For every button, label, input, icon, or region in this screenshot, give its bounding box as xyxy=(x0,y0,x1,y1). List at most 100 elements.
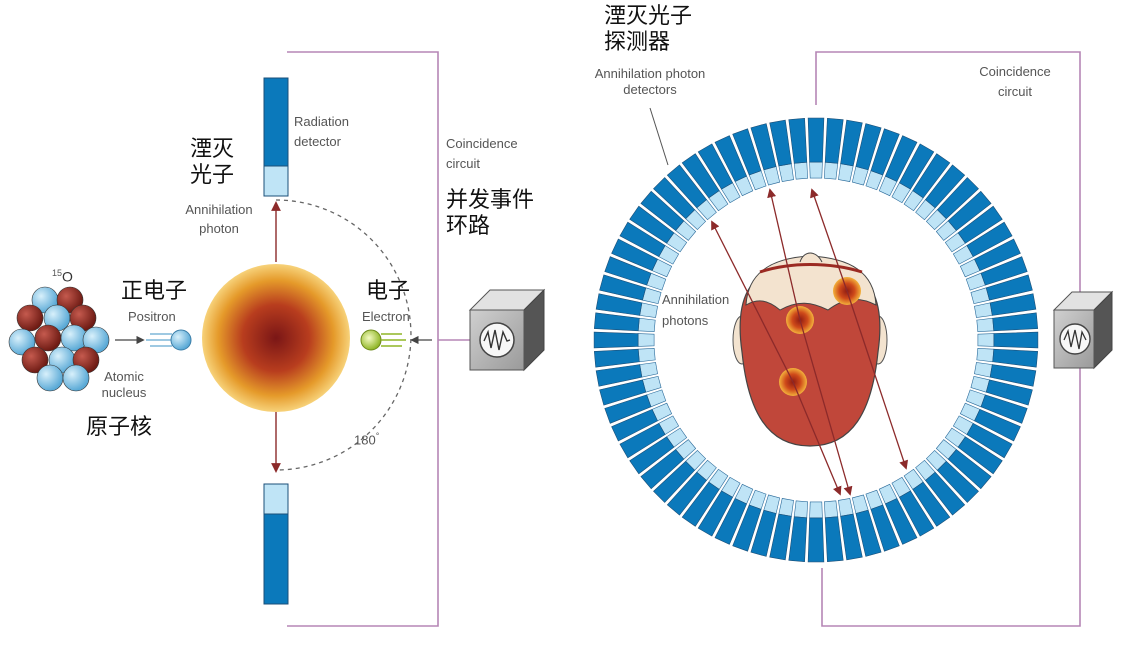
positron-icon xyxy=(146,329,192,351)
coincidence-circuit-zh-line1: 并发事件 xyxy=(446,188,535,213)
detector-crystal-outer xyxy=(788,516,808,563)
annihilation-photon-lines xyxy=(711,188,909,496)
detectors-en-line2: detectors xyxy=(623,82,677,97)
detector-crystal-inner xyxy=(793,161,809,180)
detector-crystal-inner xyxy=(976,347,995,363)
radiation-detector-bottom xyxy=(263,483,289,605)
detector-crystal-outer xyxy=(666,471,707,516)
annihilation-photon-en-line1: Annihilation xyxy=(185,202,253,217)
detector-crystal-outer xyxy=(870,504,900,552)
annihilation-photon-zh: 湮灭 光子 xyxy=(190,137,234,189)
detector-crystal-outer xyxy=(714,135,747,182)
head-illustration xyxy=(732,252,888,447)
detector-crystal-outer xyxy=(840,513,863,561)
detector-crystal-outer xyxy=(992,312,1039,332)
detector-crystal-outer xyxy=(593,312,640,332)
neutron xyxy=(62,364,90,392)
detector-crystal-inner xyxy=(838,498,854,517)
angle-value: 180 xyxy=(354,432,376,448)
atomic-nucleus-en-line2: nucleus xyxy=(101,385,147,400)
detector-crystal-outer xyxy=(681,481,720,527)
angle-label: 180° xyxy=(354,428,379,448)
coincidence-circuit-left-line1: Coincidence xyxy=(446,136,518,151)
detector-crystal-outer xyxy=(966,422,1013,459)
detector-crystal-outer xyxy=(824,117,844,164)
detector-crystal-inner xyxy=(637,347,656,363)
detector-crystal-outer xyxy=(925,471,966,516)
detector-crystal-outer xyxy=(640,449,685,490)
detector-crystal-outer xyxy=(640,190,685,231)
isotope-mass: 15 xyxy=(52,268,63,278)
electron-icon xyxy=(360,329,406,351)
coincidence-circuit-zh-left: 并发事件 环路 xyxy=(446,188,534,240)
detector-crystal-outer xyxy=(619,221,666,258)
detector-crystal-inner xyxy=(778,498,794,517)
detector-crystal-inner xyxy=(823,161,839,180)
detector-crystal-outer xyxy=(855,509,882,557)
coincidence-circuit-zh-line2: 环路 xyxy=(446,214,491,239)
coincidence-circuit-box-left xyxy=(468,288,546,372)
atomic-nucleus-en-line1: Atomic xyxy=(104,369,144,384)
radiation-detector-top xyxy=(263,77,289,197)
detector-crystal-outer xyxy=(985,274,1033,301)
detector-crystal-outer xyxy=(936,177,979,220)
detector-crystal-outer xyxy=(732,128,762,176)
proton xyxy=(16,304,44,332)
detector-crystal-outer xyxy=(595,293,643,316)
detector-crystal-outer xyxy=(788,117,808,164)
proton xyxy=(21,346,49,374)
detector-crystal-outer xyxy=(985,379,1033,406)
detector-crystal-outer xyxy=(824,516,844,563)
detector-crystal-outer xyxy=(604,394,652,424)
coincidence-circuit-en-right: Coincidence circuit xyxy=(960,64,1070,100)
detector-crystal-outer xyxy=(957,205,1003,244)
detector-crystal-outer xyxy=(619,422,666,459)
annihilation-photon-zh-line1: 湮灭 xyxy=(190,137,235,162)
detector-crystal-inner xyxy=(778,163,794,182)
detector-crystal-outer xyxy=(885,135,918,182)
detector-crystal-outer xyxy=(947,190,992,231)
detector-crystal-outer xyxy=(936,460,979,503)
detectors-en-line1: Annihilation photon xyxy=(594,66,706,81)
detector-crystal-outer xyxy=(912,153,951,199)
detector-crystal-outer xyxy=(611,409,658,442)
annihilation-photons-line2: photons xyxy=(662,313,709,328)
annihilation-photons-label: Annihilation photons xyxy=(662,292,729,329)
detector-crystal-outer xyxy=(595,364,643,387)
detector-crystal-outer xyxy=(989,364,1037,387)
neutron xyxy=(36,364,64,392)
annihilation-photon-zh-line2: 光子 xyxy=(190,163,235,188)
detector-crystal-outer xyxy=(840,119,863,167)
detector-crystal-outer xyxy=(593,348,640,368)
detector-crystal-outer xyxy=(697,490,734,537)
detector-crystal-outer xyxy=(980,394,1028,424)
detector-crystal-inner xyxy=(639,362,658,378)
detector-crystal-outer xyxy=(732,504,762,552)
detector-crystal-outer xyxy=(980,256,1028,286)
detector-crystal-inner xyxy=(793,500,809,519)
detector-crystal-outer xyxy=(599,379,647,406)
detector-crystal-inner xyxy=(974,302,993,318)
detector-crystal-outer xyxy=(629,205,675,244)
radiation-detector-label: Radiation detector xyxy=(294,114,349,150)
coincidence-circuit-right-line2: circuit xyxy=(998,84,1032,99)
angle-unit: ° xyxy=(375,431,380,441)
positron-en: Positron xyxy=(128,309,176,324)
detector-crystal-outer xyxy=(966,221,1013,258)
detector-crystal-inner xyxy=(809,161,823,179)
detector-crystal-outer xyxy=(593,331,639,349)
coincidence-circuit-right-line1: Coincidence xyxy=(979,64,1051,79)
electron-zh: 电子 xyxy=(366,279,411,304)
detector-crystal-inner xyxy=(809,501,823,519)
coincidence-circuit-wire-left xyxy=(287,51,439,627)
detector-crystal-outer xyxy=(807,117,825,163)
atomic-nucleus-icon xyxy=(8,286,110,392)
detector-crystal-outer xyxy=(697,143,734,190)
detector-crystal-outer xyxy=(653,460,696,503)
detectors-en: Annihilation photon detectors xyxy=(570,66,730,98)
detectors-zh: 湮灭光子 探测器 xyxy=(604,4,692,56)
annihilation-sphere xyxy=(202,264,350,412)
detector-crystal-outer xyxy=(714,498,747,545)
